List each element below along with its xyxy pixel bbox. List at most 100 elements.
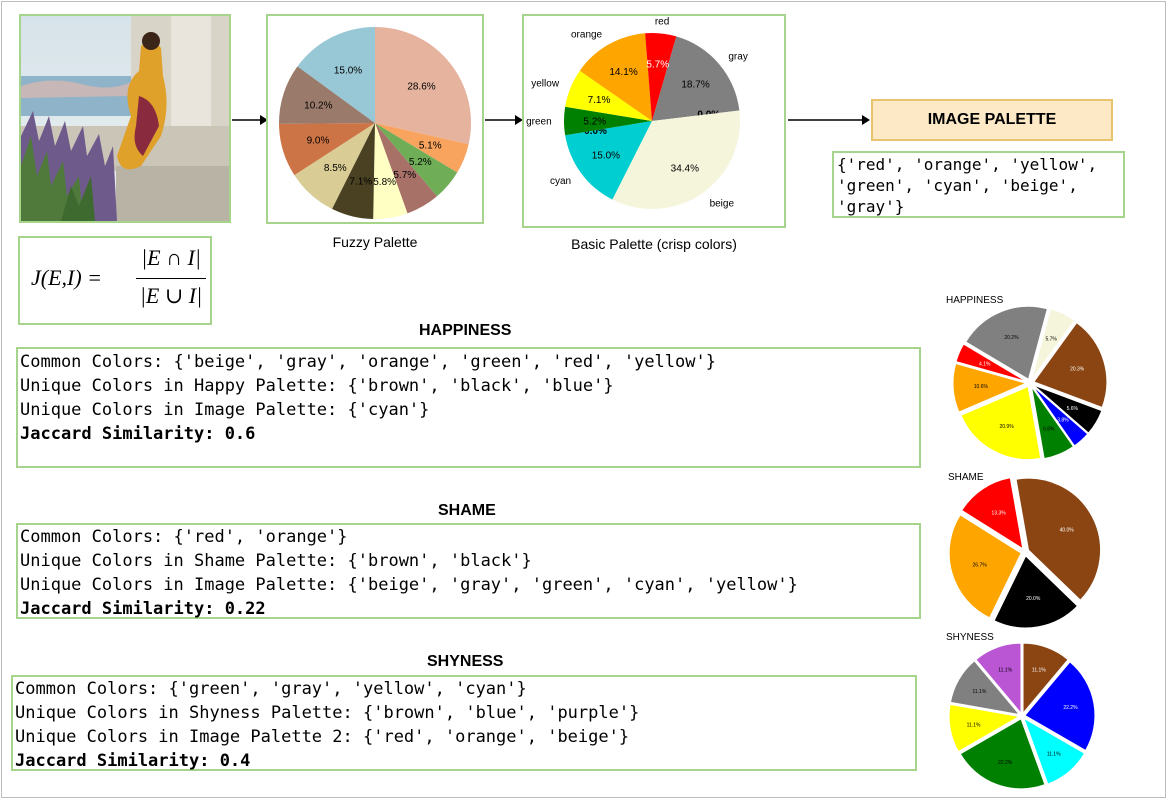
happiness-percent-label: 10.6% — [974, 384, 989, 390]
painting-illustration — [21, 16, 229, 221]
happiness-slice — [1031, 386, 1075, 460]
happiness-slice — [1033, 384, 1103, 434]
basic-category-label: orange — [571, 29, 603, 40]
happiness-percent-label: 20.3% — [1070, 367, 1085, 373]
fuzzy-percent-label: 10.2% — [304, 100, 332, 111]
shyness-pie-chart: 11.1%22.2%11.1%22.2%11.1%11.1%11.1% — [948, 642, 1096, 790]
fuzzy-slice — [297, 27, 375, 123]
basic-category-label: yellow — [531, 79, 560, 90]
jaccard-formula: J(E,I) = |E ∩ I| |E ∪ I| — [18, 236, 212, 325]
happiness-pie-title: HAPPINESS — [946, 295, 1004, 306]
formula-lhs: J(E,I) = — [31, 265, 103, 290]
fuzzy-slice — [373, 123, 408, 219]
jaccard-line: Jaccard Similarity: 0.6 — [20, 424, 256, 444]
shame-pie-chart: 40.0% 20.0% 26.7% 13.3% — [948, 478, 1102, 628]
image-palette-line: {'red', 'orange', 'yellow', — [837, 155, 1098, 174]
common-colors-line: Common Colors: {'beige', 'gray', 'orange… — [20, 352, 716, 372]
shyness-percent-label: 22.2% — [1063, 705, 1078, 711]
basic-percent-label: 15.0% — [592, 150, 620, 161]
shyness-pie-title: SHYNESS — [946, 632, 994, 643]
fuzzy-percent-label: 5.7% — [393, 170, 416, 181]
unique-palette-line: Unique Colors in Happy Palette: {'brown'… — [20, 376, 614, 396]
fuzzy-percent-label: 5.1% — [419, 141, 442, 152]
basic-percent-label: 5.2% — [583, 116, 606, 127]
fuzzy-percent-label: 28.6% — [407, 81, 435, 92]
common-colors-line: Common Colors: {'red', 'orange'} — [20, 527, 348, 547]
happiness-percent-label: 6.8% — [1043, 426, 1055, 432]
happiness-percent-label: 20.2% — [1004, 335, 1019, 341]
shyness-slice — [975, 642, 1022, 715]
common-colors-line: Common Colors: {'green', 'gray', 'yellow… — [15, 679, 527, 699]
shyness-slice — [948, 703, 1021, 753]
image-palette-box: {'red', 'orange', 'yellow', 'green', 'cy… — [832, 151, 1125, 218]
unique-image-line: Unique Colors in Image Palette: {'beige'… — [20, 575, 798, 595]
jaccard-line: Jaccard Similarity: 0.4 — [15, 751, 251, 771]
basic-percent-label: 7.1% — [588, 95, 611, 106]
jaccard-line: Jaccard Similarity: 0.22 — [20, 599, 266, 619]
fuzzy-palette-box: 28.6%5.1%5.2%5.7%5.8%7.1%8.5%9.0%10.2%15… — [266, 14, 484, 224]
shyness-slice — [1022, 642, 1069, 715]
arrow-painting-to-fuzzy — [232, 115, 268, 125]
arrow-fuzzy-to-basic — [485, 115, 523, 125]
painting-image — [19, 14, 231, 223]
happiness-title: HAPPINESS — [419, 322, 512, 339]
happiness-percent-label: 5.6% — [1067, 406, 1079, 412]
basic-slice — [645, 33, 677, 121]
basic-category-label: cyan — [550, 176, 571, 187]
happiness-percent-label: 20.9% — [999, 424, 1014, 430]
image-palette-title: IMAGE PALETTE — [871, 99, 1113, 141]
shyness-percent-label: 11.1% — [1047, 751, 1061, 757]
happiness-slice — [955, 343, 1027, 382]
shyness-slice — [959, 718, 1046, 790]
basic-percent-label: 0.0% — [584, 126, 607, 137]
shyness-slice — [949, 660, 1021, 716]
happiness-slice — [1031, 308, 1076, 380]
fuzzy-slice — [332, 123, 375, 219]
basic-palette-box: 18.7%gray0.0%34.4%beige15.0%cyan0.0%5.2%… — [522, 14, 786, 228]
image-palette-line: 'green', 'cyan', 'beige', — [837, 176, 1078, 195]
shame-percent-label: 26.7% — [973, 563, 988, 569]
basic-slice — [579, 33, 652, 121]
fuzzy-slice — [375, 27, 471, 145]
fuzzy-percent-label: 15.0% — [334, 65, 362, 76]
basic-category-label: gray — [728, 51, 747, 62]
basic-pie-chart: 18.7%gray0.0%34.4%beige15.0%cyan0.0%5.2%… — [526, 17, 748, 210]
happiness-slice — [960, 385, 1042, 460]
fuzzy-percent-label: 7.1% — [349, 176, 372, 187]
basic-percent-label: 18.7% — [681, 79, 709, 90]
fuzzy-percent-label: 9.0% — [307, 136, 330, 147]
shyness-percent-label: 11.1% — [1032, 668, 1046, 674]
fuzzy-slice — [375, 123, 458, 197]
shame-box: Common Colors: {'red', 'orange'} Unique … — [16, 523, 921, 619]
formula-denominator: |E ∪ I| — [139, 283, 203, 308]
happiness-box: Common Colors: {'beige', 'gray', 'orange… — [16, 347, 921, 468]
shyness-percent-label: 22.2% — [998, 760, 1013, 766]
basic-percent-label: 34.4% — [671, 163, 699, 174]
happiness-slice — [1032, 385, 1089, 447]
image-palette-line: 'gray'} — [837, 197, 905, 216]
basic-category-label: beige — [710, 199, 735, 210]
shyness-percent-label: 11.1% — [972, 689, 986, 695]
basic-palette-caption: Basic Palette (crisp colors) — [571, 236, 737, 252]
basic-percent-label: 5.7% — [646, 60, 669, 71]
happiness-slice — [1033, 322, 1108, 409]
basic-slice — [612, 110, 740, 209]
unique-palette-line: Unique Colors in Shyness Palette: {'brow… — [15, 703, 640, 723]
shyness-title: SHYNESS — [427, 653, 504, 670]
shame-percent-label: 20.0% — [1026, 596, 1041, 602]
unique-image-line: Unique Colors in Image Palette: {'cyan'} — [20, 400, 430, 420]
basic-category-label: red — [655, 17, 669, 28]
shame-percent-label: 13.3% — [992, 511, 1007, 517]
fuzzy-percent-label: 5.2% — [409, 157, 432, 168]
fuzzy-palette-caption: Fuzzy Palette — [332, 234, 418, 250]
basic-category-label: green — [526, 116, 552, 127]
unique-palette-line: Unique Colors in Shame Palette: {'brown'… — [20, 551, 532, 571]
arrow-basic-to-image-palette — [788, 115, 870, 125]
fuzzy-slice — [375, 123, 438, 214]
fuzzy-slice — [375, 123, 469, 173]
basic-percent-label: 14.1% — [609, 67, 637, 78]
shame-pie-title: SHAME — [948, 472, 984, 483]
shame-percent-label: 40.0% — [1060, 528, 1075, 534]
shame-slice — [948, 514, 1022, 619]
